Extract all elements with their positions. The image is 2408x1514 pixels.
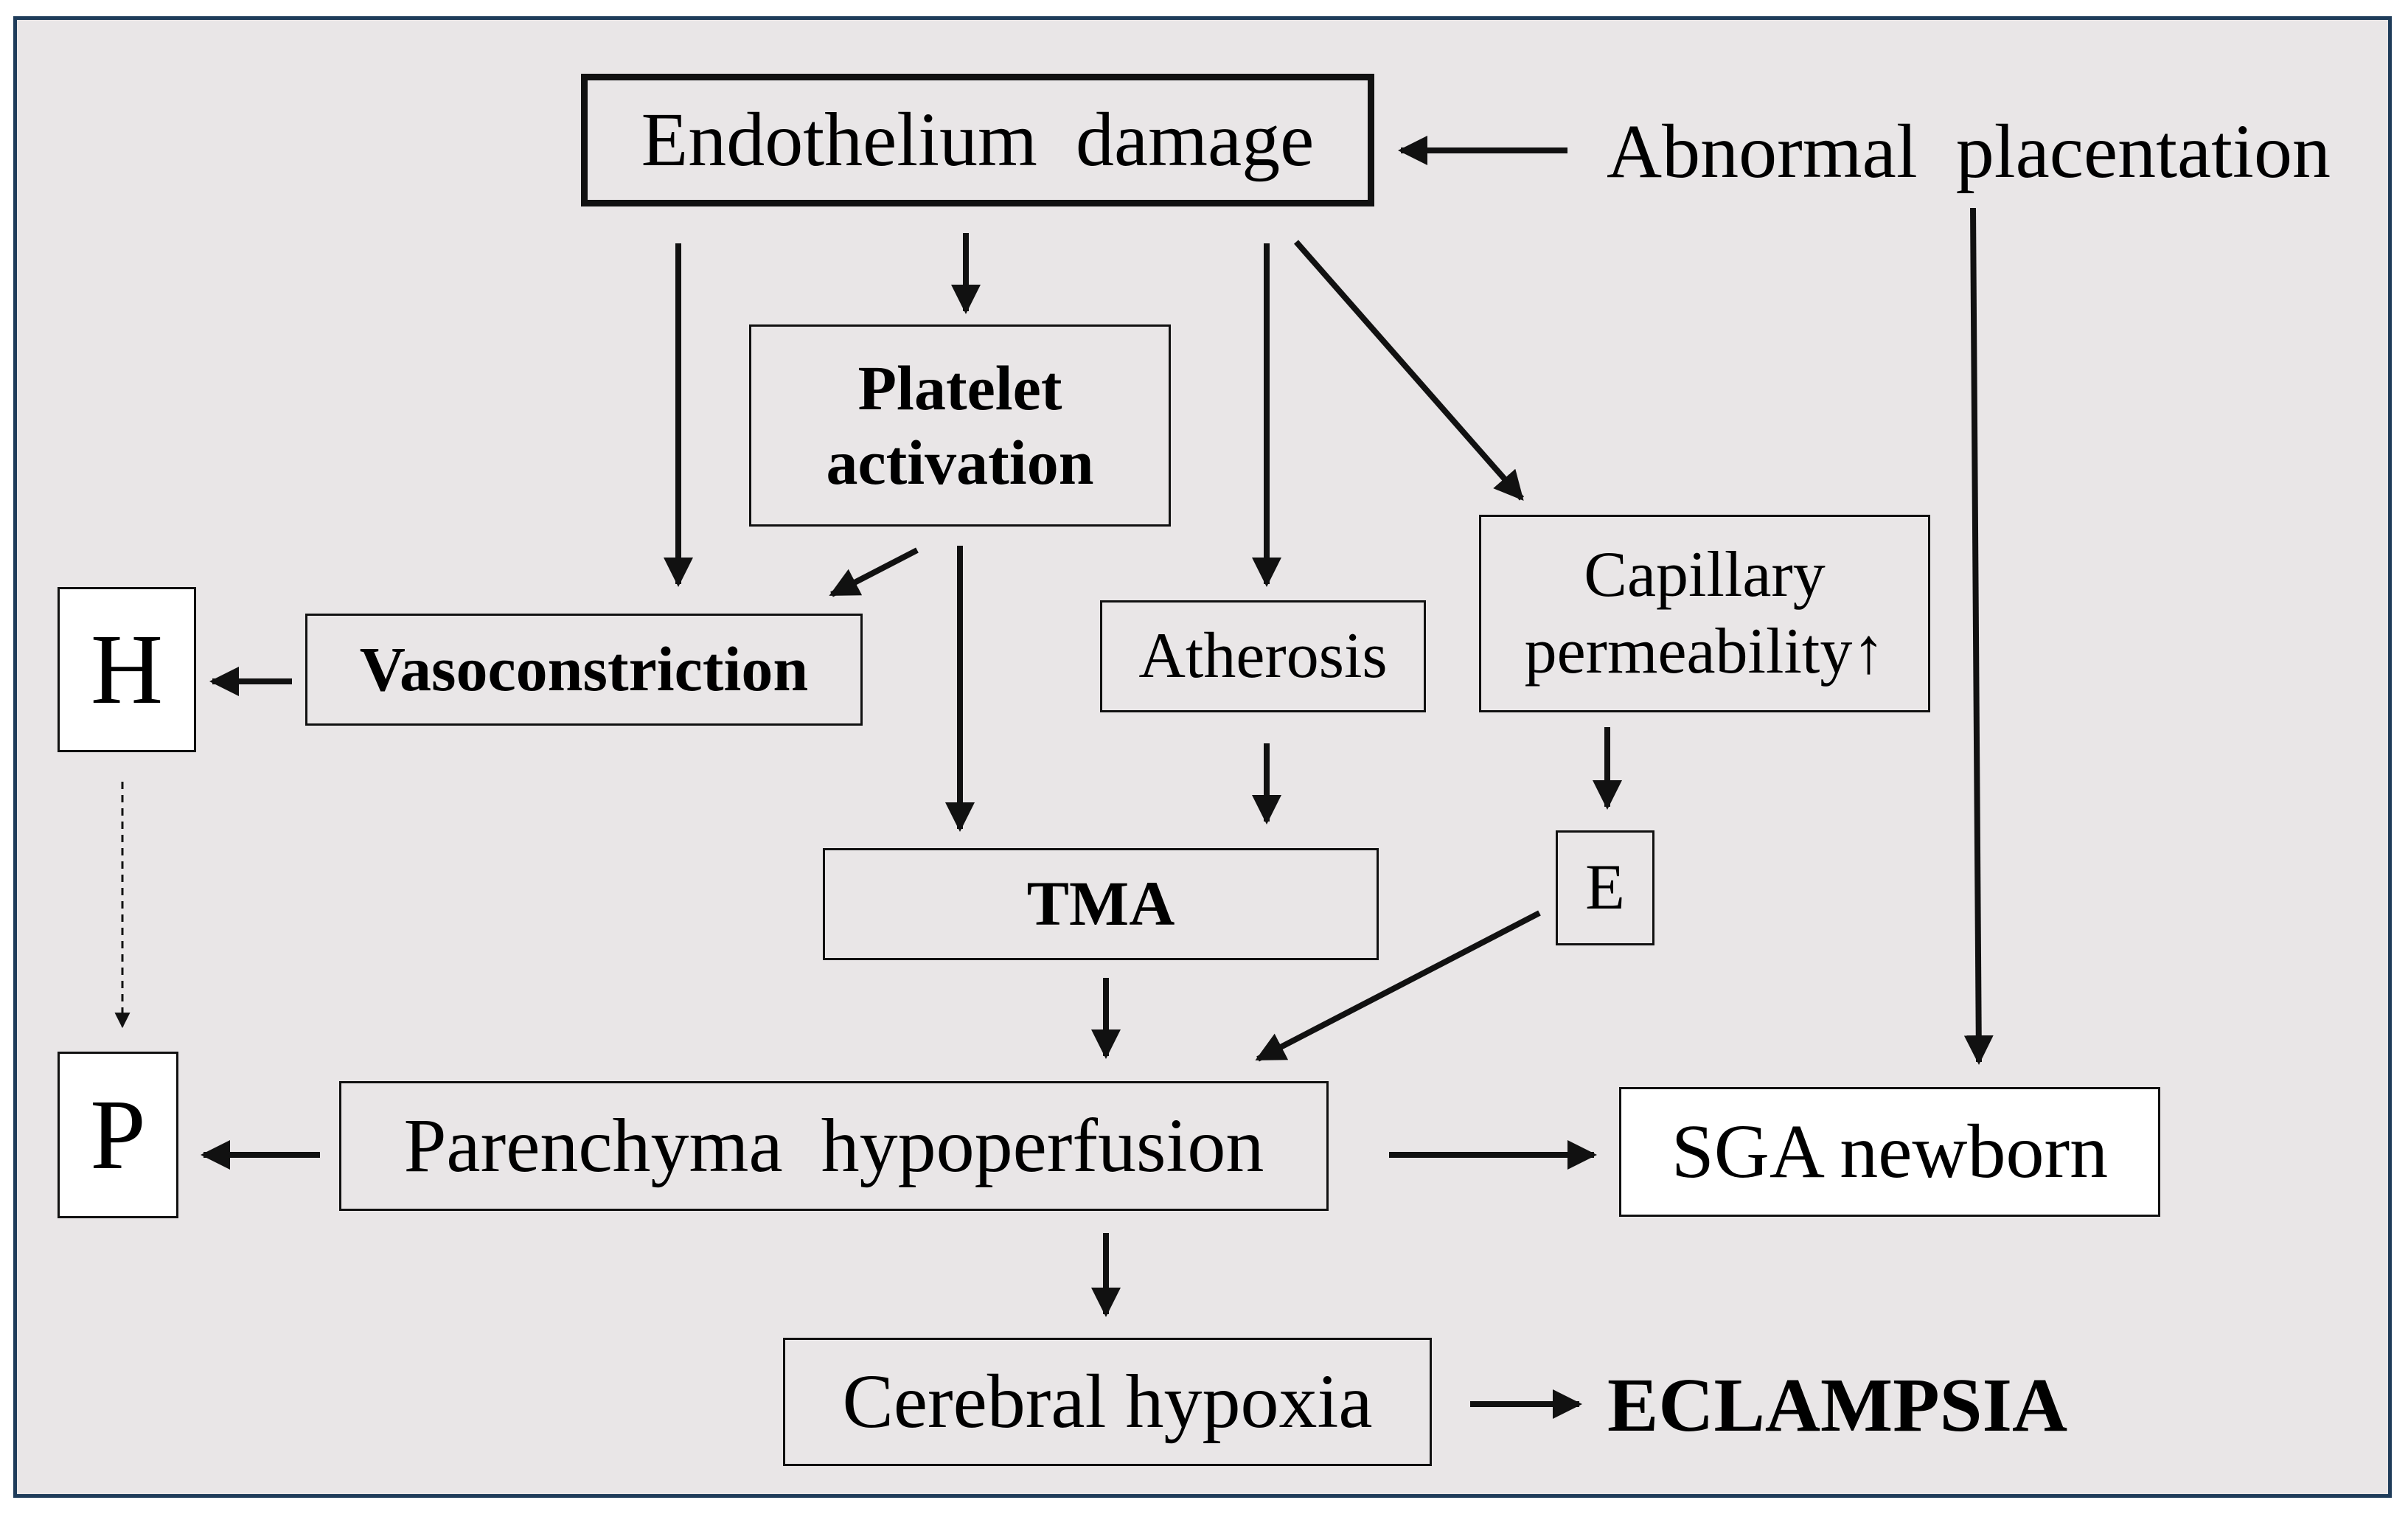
- capillary-permeability-node: Capillary permeability↑: [1479, 515, 1930, 712]
- platelet-activation-line1: Platelet: [857, 352, 1062, 423]
- vasoconstriction-label: Vasoconstriction: [359, 633, 809, 705]
- cerebral-hypoxia-node: Cerebral hypoxia: [783, 1338, 1432, 1466]
- parenchyma-hypoperfusion-node: Parenchyma hypoperfusion: [339, 1081, 1329, 1211]
- arrow-endothelium-to-capillary: [1293, 240, 1525, 501]
- e-label: E: [1585, 852, 1625, 924]
- endothelium-damage-node: Endothelium damage: [581, 74, 1374, 206]
- endothelium-damage-label: Endothelium damage: [641, 97, 1315, 182]
- e-node: E: [1556, 830, 1654, 945]
- tma-node: TMA: [823, 848, 1379, 960]
- h-label: H: [90, 614, 164, 725]
- platelet-activation-line2: activation: [826, 427, 1094, 498]
- capillary-permeability-line2: permeability↑: [1524, 616, 1885, 687]
- arrow-e-to-parenchyma: [1255, 910, 1541, 1062]
- vasoconstriction-node: Vasoconstriction: [305, 614, 863, 726]
- cerebral-hypoxia-label: Cerebral hypoxia: [842, 1358, 1373, 1444]
- sga-newborn-label: SGA newborn: [1671, 1108, 2109, 1194]
- eclampsia-label: ECLAMPSIA: [1607, 1362, 2068, 1448]
- arrow-placentation-to-sga: [1963, 207, 1994, 1065]
- arrow-platelet-to-vasoconstriction: [829, 547, 919, 597]
- abnormal-placentation-label: Abnormal placentation: [1607, 108, 2331, 194]
- atherosis-node: Atherosis: [1100, 600, 1426, 712]
- diagram-frame: [13, 16, 2392, 1498]
- capillary-permeability-line1: Capillary: [1584, 539, 1826, 611]
- h-node: H: [58, 587, 196, 752]
- sga-newborn-node: SGA newborn: [1619, 1087, 2160, 1217]
- platelet-activation-node: Platelet activation: [749, 324, 1171, 527]
- tma-label: TMA: [1026, 868, 1175, 940]
- p-node: P: [58, 1052, 178, 1218]
- parenchyma-hypoperfusion-label: Parenchyma hypoperfusion: [403, 1102, 1264, 1188]
- atherosis-label: Atherosis: [1138, 620, 1388, 692]
- p-label: P: [90, 1079, 146, 1190]
